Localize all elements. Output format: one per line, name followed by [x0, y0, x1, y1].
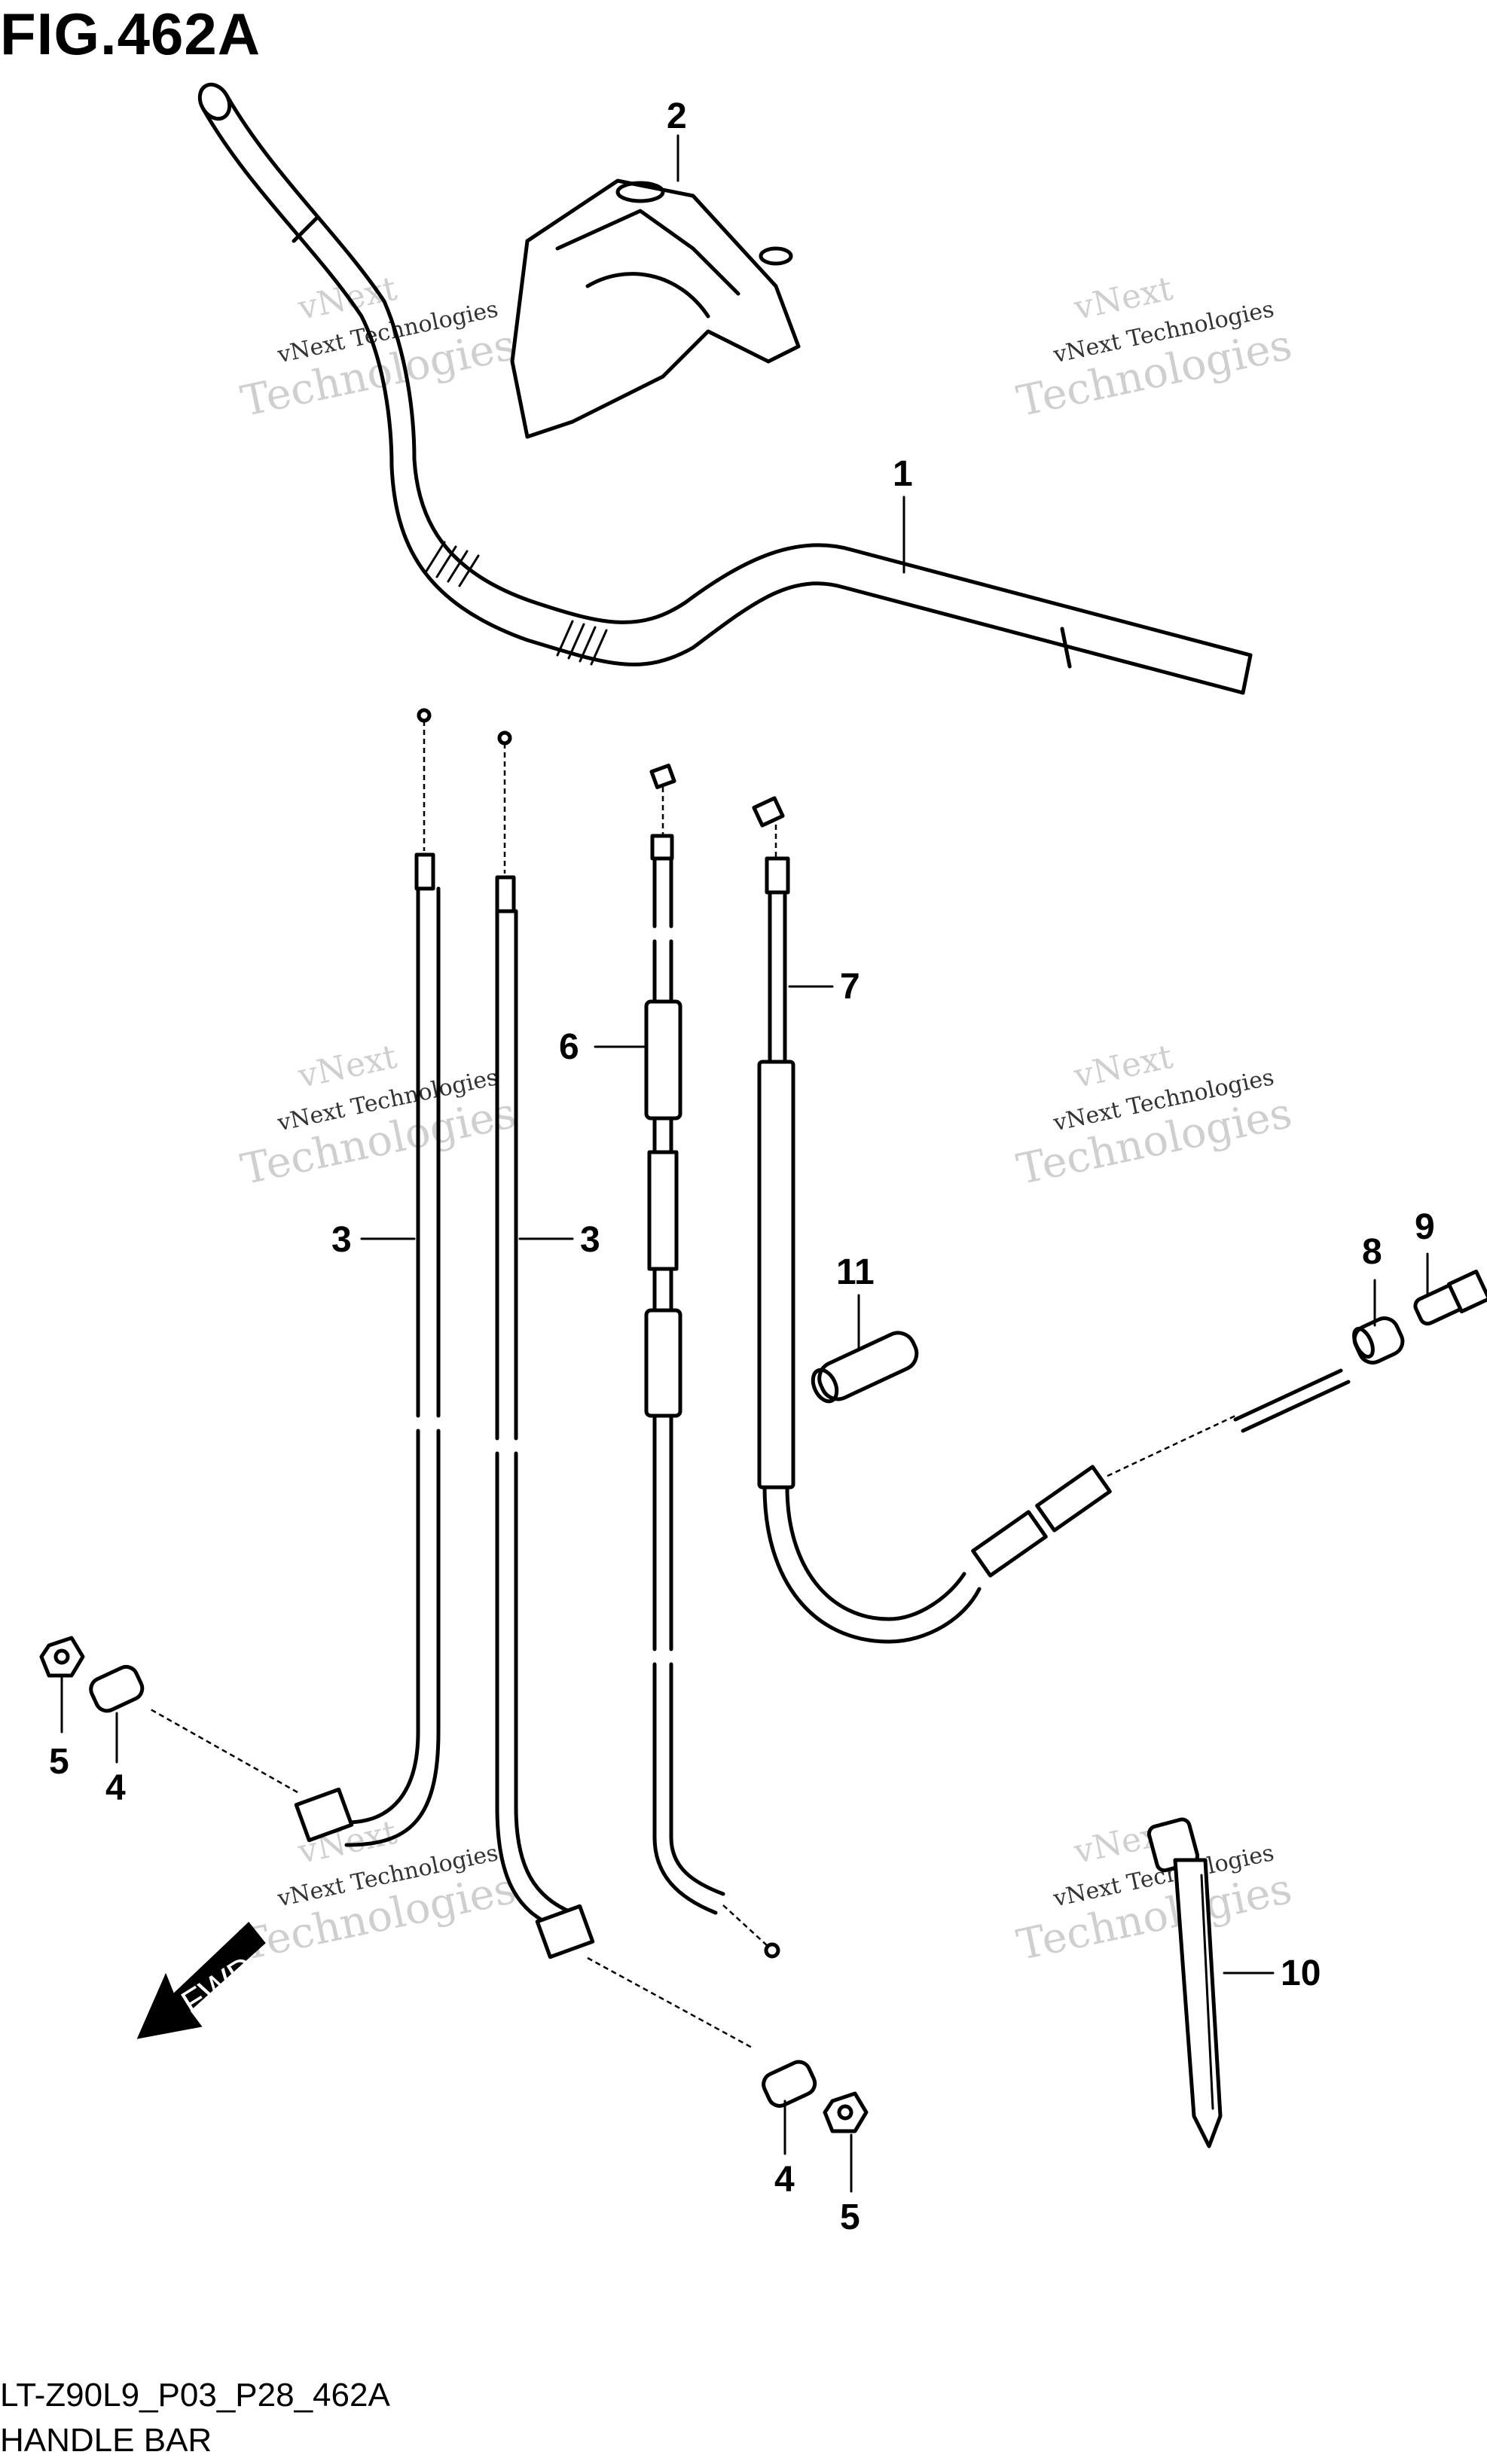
watermark-4: vNext vNext Technologies Technologies — [1012, 1038, 1296, 1195]
brake-cable-part — [752, 796, 1351, 1644]
callout-5-right: 5 — [840, 2197, 860, 2237]
callout-9: 9 — [1415, 1207, 1435, 1247]
forward-direction-arrow: FWD — [136, 1922, 266, 2039]
handlebar-part — [197, 82, 1253, 695]
callout-2: 2 — [667, 96, 687, 136]
clutch-cable-part — [644, 764, 780, 1959]
callout-4-right: 4 — [774, 2160, 795, 2200]
callout-3-right: 3 — [580, 1220, 600, 1260]
knurl-2 — [556, 620, 608, 666]
adjuster-nut-part — [1352, 1316, 1405, 1365]
watermark-3: vNext vNext Technologies Technologies — [237, 1038, 520, 1195]
watermark-6: vNext vNext Technologies Technologies — [1012, 1813, 1296, 1971]
callout-7: 7 — [840, 967, 860, 1007]
callout-10: 10 — [1281, 1953, 1321, 1993]
callout-3-left: 3 — [331, 1220, 352, 1260]
nut-part-left — [39, 1636, 85, 1678]
figure-name: HANDLE BAR — [0, 2422, 212, 2459]
callout-8: 8 — [1362, 1232, 1382, 1272]
callout-6: 6 — [559, 1027, 579, 1067]
figure-title: FIG.462A — [0, 1, 261, 67]
callout-1: 1 — [893, 454, 913, 494]
cable-tie-part — [1147, 1817, 1223, 2148]
callout-11: 11 — [836, 1252, 875, 1292]
callout-5-left: 5 — [49, 1742, 69, 1782]
nut-part-right — [823, 2091, 869, 2133]
figure-code: LT-Z90L9_P03_P28_462A — [0, 2377, 390, 2414]
leader-lines — [60, 134, 1429, 2193]
handlebar-cover-part — [510, 178, 801, 439]
callout-4-left: 4 — [105, 1768, 126, 1808]
throttle-cables-part — [150, 708, 754, 2050]
watermark-2: vNext vNext Technologies Technologies — [1012, 270, 1296, 427]
adjuster-part-left — [89, 1664, 145, 1713]
callouts: 1 2 3 3 4 5 4 5 6 7 8 9 10 11 — [49, 96, 1435, 2237]
adjuster-bolt-part — [1413, 1269, 1487, 1326]
adjuster-part-right — [762, 2060, 817, 2108]
clip-part — [811, 1331, 919, 1404]
knurl-1 — [424, 541, 480, 587]
